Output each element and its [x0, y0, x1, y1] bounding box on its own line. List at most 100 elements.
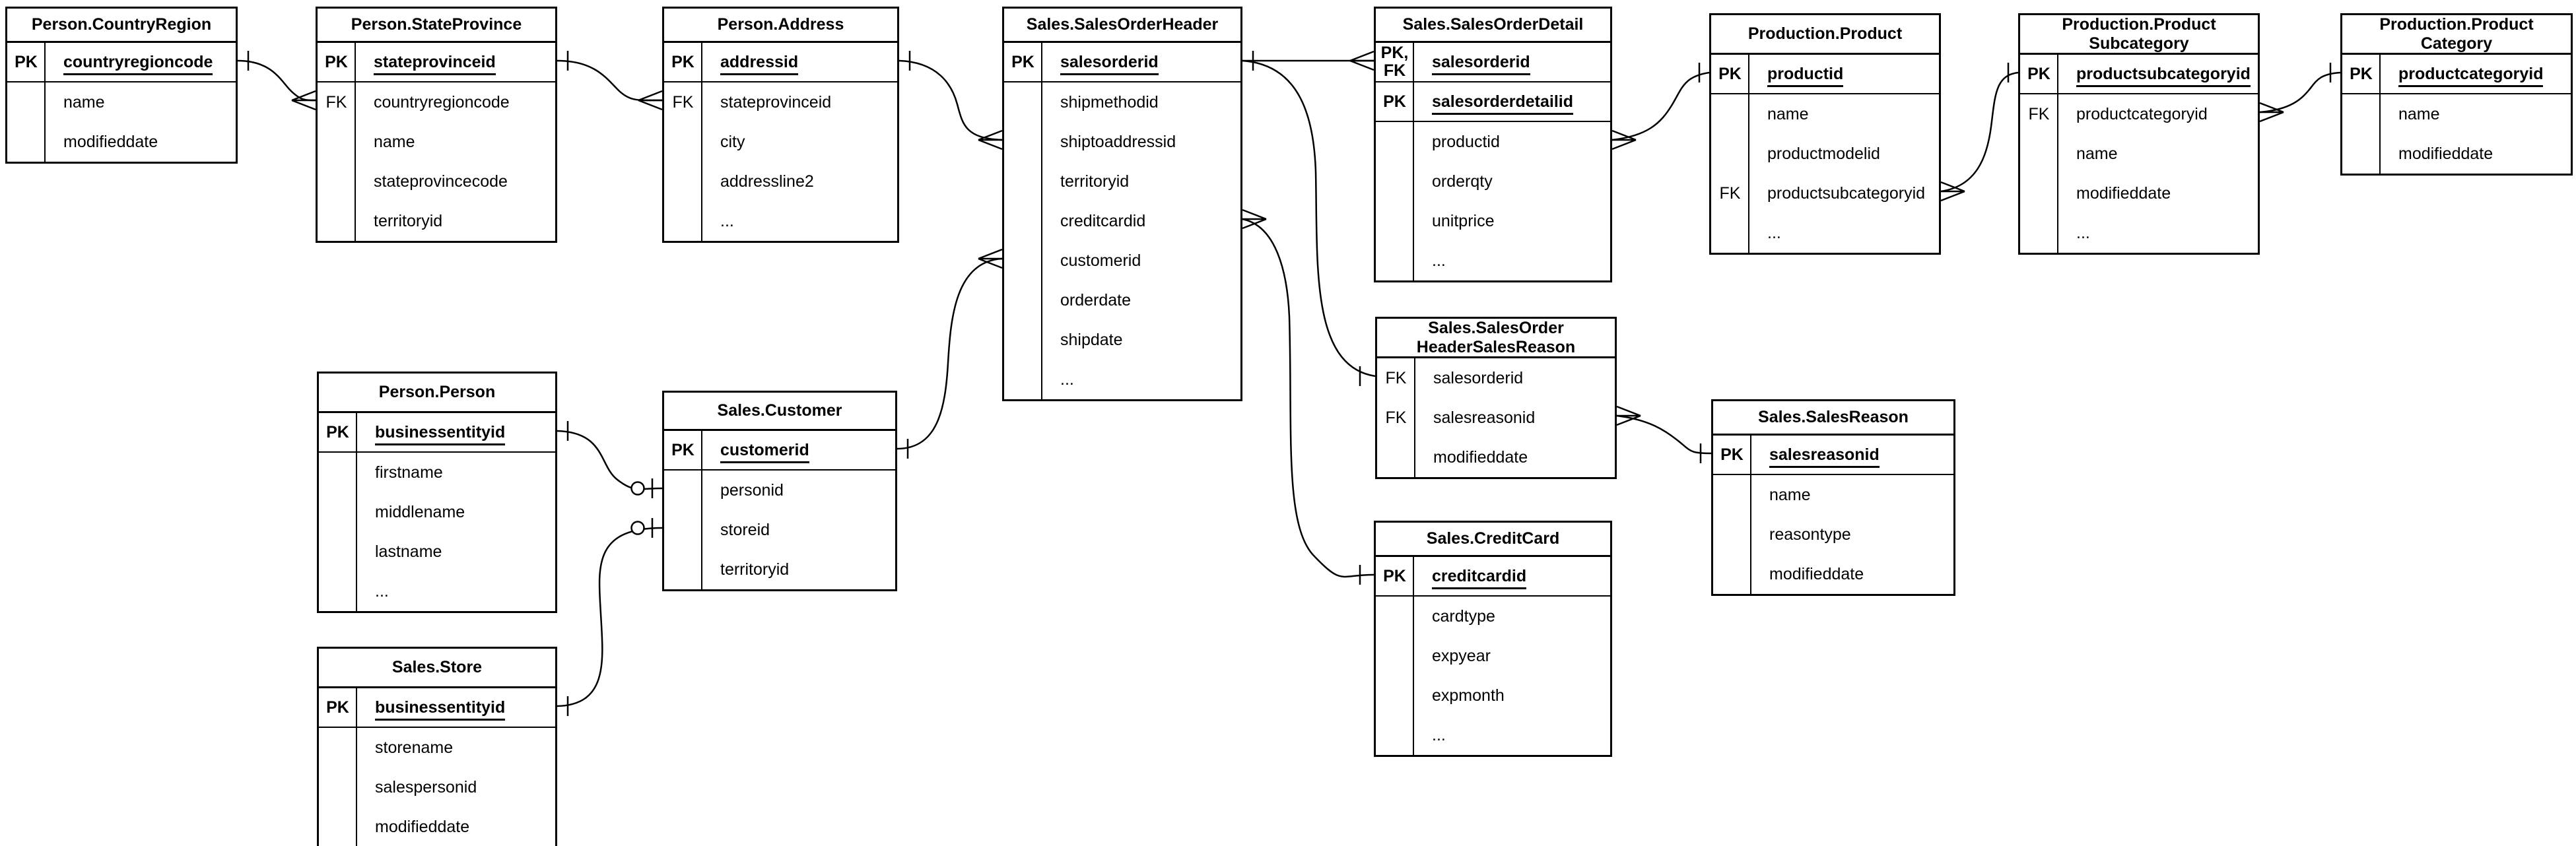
relationship-salesorderdetail-product[interactable]	[1611, 71, 1710, 141]
field-row-sales-salesreason-reasontype[interactable]: reasontype	[1713, 515, 1953, 554]
field-row-sales-salesorderheader-orderdate[interactable]: orderdate	[1004, 280, 1240, 320]
relationship-productsubcategory-productcategory[interactable]	[2259, 71, 2341, 114]
field-row-production-product-[interactable]: ...	[1711, 213, 1939, 253]
field-row-person-countryregion-name[interactable]: name	[7, 82, 236, 122]
field-row-production-productcategory-name[interactable]: name	[2342, 94, 2571, 134]
field-row-sales-salesorderheader-shipdate[interactable]: shipdate	[1004, 320, 1240, 360]
field-row-sales-customer-territoryid[interactable]: territoryid	[664, 550, 895, 589]
field-row-sales-salesreason-modifieddate[interactable]: modifieddate	[1713, 554, 1953, 594]
relationship-salesorderheader-salesorderheadersalesreason[interactable]	[1242, 59, 1376, 377]
field-row-production-productsubcategory-modifieddate[interactable]: modifieddate	[2020, 174, 2258, 213]
key-cell	[1376, 241, 1413, 280]
field-row-sales-salesorderdetail-orderqty[interactable]: orderqty	[1376, 162, 1610, 201]
relationship-countryregion-stateprovince[interactable]	[237, 59, 316, 102]
field-row-sales-creditcard-expyear[interactable]: expyear	[1376, 636, 1610, 676]
field-row-sales-creditcard-[interactable]: ...	[1376, 715, 1610, 755]
field-row-person-person-firstname[interactable]: firstname	[319, 453, 555, 492]
relationship-salesorderheadersalesreason-salesreason[interactable]	[1616, 414, 1712, 455]
field-row-person-person-middlename[interactable]: middlename	[319, 492, 555, 532]
field-row-sales-salesorderheader-territoryid[interactable]: territoryid	[1004, 162, 1240, 201]
field-row-sales-salesorderdetail-productid[interactable]: productid	[1376, 122, 1610, 162]
field-row-sales-salesorderheader-creditcardid[interactable]: creditcardid	[1004, 201, 1240, 241]
field-row-sales-salesorderheader-shiptoaddressid[interactable]: shiptoaddressid	[1004, 122, 1240, 162]
field-row-person-person-lastname[interactable]: lastname	[319, 532, 555, 571]
relationship-address-salesorderheader[interactable]	[898, 59, 1003, 141]
field-row-person-stateprovince-stateprovincecode[interactable]: stateprovincecode	[318, 162, 555, 201]
field-row-person-stateprovince-name[interactable]: name	[318, 122, 555, 162]
field-row-sales-salesorderheader-shipmethodid[interactable]: shipmethodid	[1004, 82, 1240, 122]
field-row-sales-salesorderheadersalesreason-modifieddate[interactable]: modifieddate	[1377, 438, 1615, 477]
field-row-sales-store-storename[interactable]: storename	[319, 728, 555, 767]
field-row-person-stateprovince-territoryid[interactable]: territoryid	[318, 201, 555, 241]
field-label: storename	[375, 738, 454, 757]
field-row-sales-salesorderheader-[interactable]: ...	[1004, 360, 1240, 399]
field-row-production-product-name[interactable]: name	[1711, 94, 1939, 134]
relationship-product-productsubcategory[interactable]	[1940, 71, 2019, 193]
field-row-production-productsubcategory-name[interactable]: name	[2020, 134, 2258, 174]
field-row-person-person-[interactable]: ...	[319, 571, 555, 611]
field-row-production-productcategory-modifieddate[interactable]: modifieddate	[2342, 134, 2571, 174]
field-cell: stateprovincecode	[355, 172, 508, 191]
relationship-stateprovince-address[interactable]	[557, 59, 663, 102]
field-row-sales-creditcard-cardtype[interactable]: cardtype	[1376, 597, 1610, 636]
field-row-sales-salesorderdetail-unitprice[interactable]: unitprice	[1376, 201, 1610, 241]
field-row-person-address-city[interactable]: city	[664, 122, 897, 162]
field-label: modifieddate	[2398, 144, 2493, 163]
field-row-person-address-[interactable]: ...	[664, 201, 897, 241]
field-row-person-address-addressline2[interactable]: addressline2	[664, 162, 897, 201]
entity-title-line: Subcategory	[2089, 34, 2189, 53]
field-row-sales-customer-storeid[interactable]: storeid	[664, 510, 895, 550]
relationship-person-customer[interactable]	[557, 430, 663, 490]
field-row-sales-store-modifieddate[interactable]: modifieddate	[319, 807, 555, 846]
field-row-sales-salesreason-name[interactable]: name	[1713, 475, 1953, 515]
relationship-store-customer[interactable]	[557, 527, 663, 707]
relationship-salesorderheader-creditcard[interactable]	[1242, 218, 1376, 578]
field-row-person-countryregion-modifieddate[interactable]: modifieddate	[7, 122, 236, 162]
entity-title-line: Production.Product	[2379, 15, 2534, 34]
key-cell: PK	[7, 43, 45, 81]
field-row-sales-salesorderdetail-[interactable]: ...	[1376, 241, 1610, 280]
field-row-sales-customer-personid[interactable]: personid	[664, 471, 895, 510]
field-row-production-product-productmodelid[interactable]: productmodelid	[1711, 134, 1939, 174]
field-row-sales-creditcard-expmonth[interactable]: expmonth	[1376, 676, 1610, 715]
field-row-sales-store-salespersonid[interactable]: salespersonid	[319, 767, 555, 807]
relationship-customer-salesorderheader[interactable]	[897, 257, 1003, 450]
field-cell: salesreasonid	[1415, 408, 1535, 428]
field-row-production-productsubcategory-[interactable]: ...	[2020, 213, 2258, 253]
field-row-sales-salesorderheader-customerid[interactable]: customerid	[1004, 241, 1240, 280]
